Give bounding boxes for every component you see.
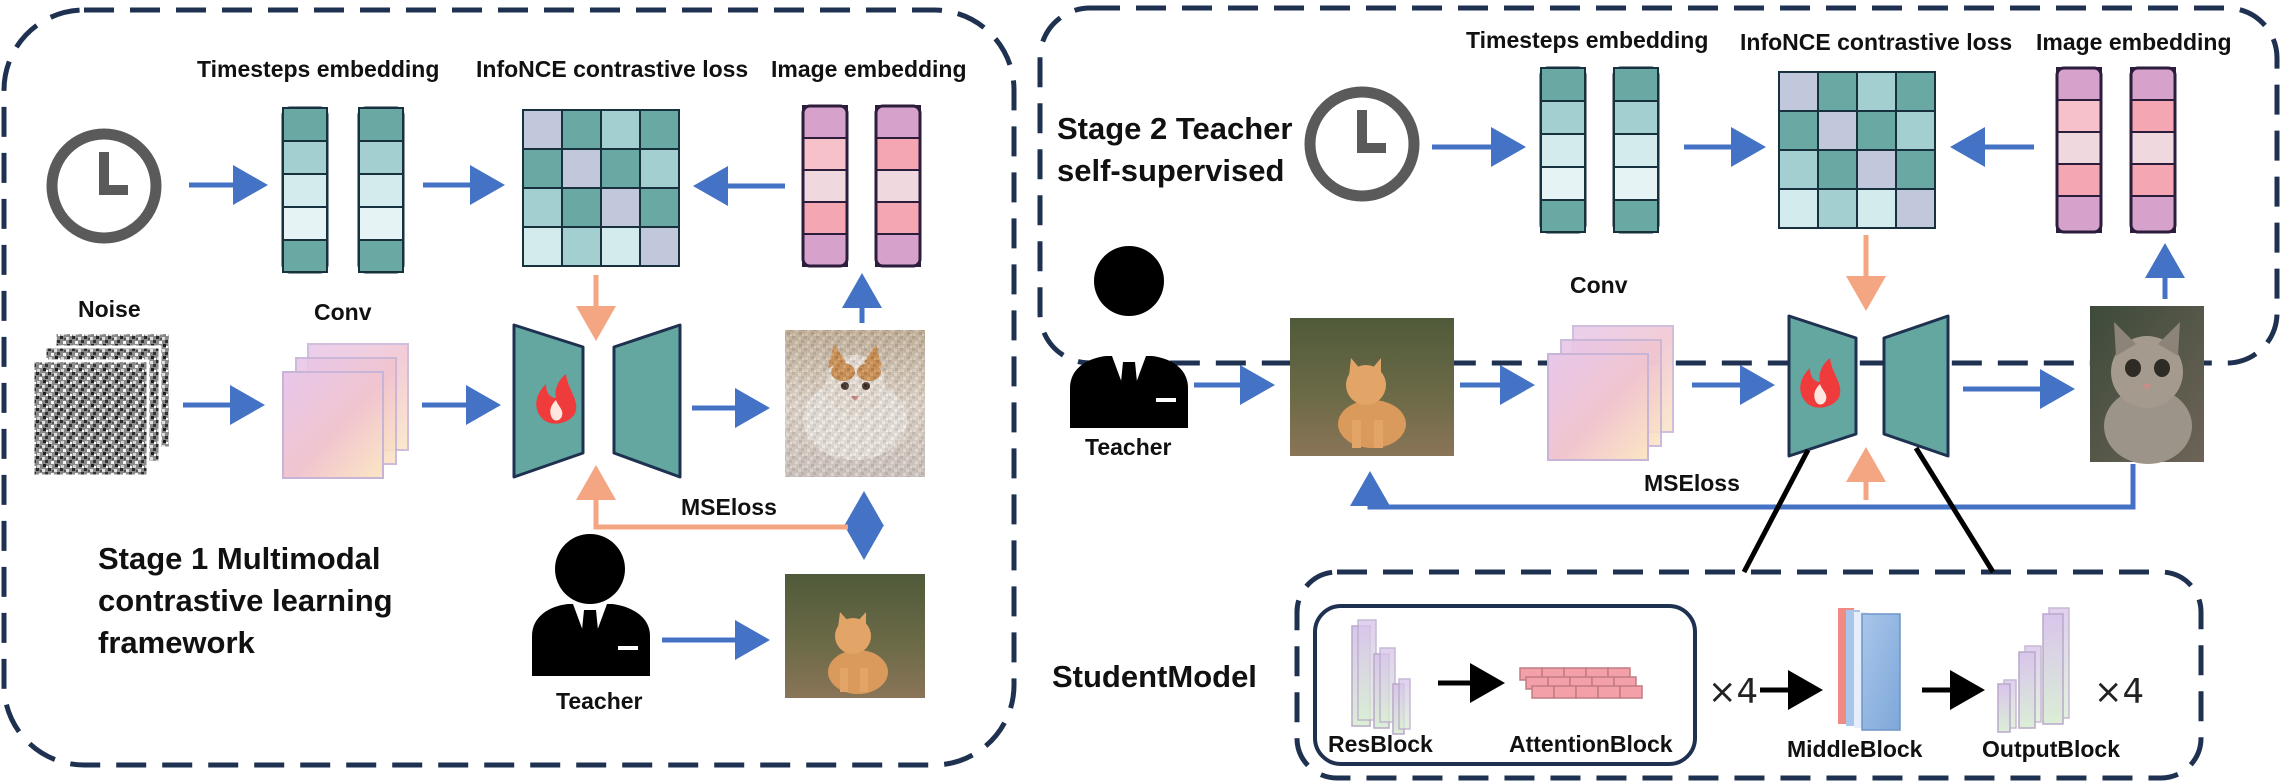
stage1-title-line: contrastive learning — [98, 583, 393, 618]
clock-icon — [1304, 86, 1420, 202]
infonce-loss-label: InfoNCE contrastive loss — [1740, 29, 2013, 55]
conv-label: Conv — [1570, 272, 1628, 298]
clock-icon — [46, 128, 162, 244]
image-embedding-vectors — [2055, 66, 2177, 234]
cat-image — [785, 574, 925, 698]
teacher-label: Teacher — [556, 688, 643, 714]
conv-layers — [282, 343, 409, 479]
student-flow-arrows — [1438, 663, 1985, 710]
infonce-matrix — [1778, 71, 1936, 229]
cat-image — [1290, 318, 1454, 456]
conv-label: Conv — [314, 299, 372, 325]
resblock-label: ResBlock — [1328, 731, 1433, 757]
cat-image — [2090, 306, 2204, 464]
conv-layers — [1547, 325, 1674, 461]
stage1-flow-arrows — [183, 165, 884, 660]
mseloss-label: MSEloss — [681, 494, 777, 520]
attentionblock-diagram — [1519, 667, 1643, 699]
stage1-frame — [1, 7, 1017, 768]
stage2-title-line: Stage 2 Teacher — [1057, 111, 1293, 146]
outputblock-diagram — [1997, 607, 2070, 733]
attentionblock-label: AttentionBlock — [1509, 731, 1673, 757]
studentmodel-title: StudentModel — [1052, 659, 1257, 694]
infonce-loss-label: InfoNCE contrastive loss — [476, 56, 749, 82]
unet-decoder — [612, 323, 682, 479]
stage1-title-line: Stage 1 Multimodal — [98, 541, 381, 576]
outputblock-label: OutputBlock — [1982, 736, 2120, 762]
infonce-matrix — [522, 109, 680, 267]
timestep-embedding-vectors — [1539, 66, 1660, 234]
student-frame — [1294, 569, 2204, 781]
zoom-connector-lines — [1741, 446, 1996, 574]
teacher-avatar-icon — [532, 534, 650, 676]
unet-decoder — [1882, 314, 1950, 458]
cat-image — [785, 330, 925, 477]
repeat-x4-label: ×4 — [1708, 672, 1759, 712]
noise-image — [31, 331, 172, 478]
noise-label: Noise — [78, 296, 141, 322]
middleblock-label: MiddleBlock — [1787, 736, 1923, 762]
stage2-title: Stage 2 Teacher self-supervised — [1057, 108, 1377, 192]
stage2-title-line: self-supervised — [1057, 153, 1285, 188]
teacher-avatar-icon — [1070, 246, 1188, 428]
teacher-label: Teacher — [1085, 434, 1172, 460]
resblock-diagram — [1351, 619, 1411, 735]
stage1-loss-arrows — [576, 275, 848, 530]
mseloss-label: MSEloss — [1644, 470, 1740, 496]
stage1-title-line: framework — [98, 625, 255, 660]
stage1-title: Stage 1 Multimodal contrastive learning … — [98, 538, 458, 664]
res-attention-group — [1313, 604, 1697, 766]
fire-icon — [1800, 358, 1841, 408]
timestep-embedding-vectors — [281, 106, 405, 274]
fire-icon — [536, 374, 577, 424]
timesteps-embedding-label: Timesteps embedding — [197, 56, 440, 82]
image-embedding-label: Image embedding — [2036, 29, 2232, 55]
image-embedding-vectors — [801, 104, 922, 268]
repeat-x4-label: ×4 — [2094, 672, 2145, 712]
stage2-flow-arrows — [1194, 127, 2185, 510]
timesteps-embedding-label: Timesteps embedding — [1466, 27, 1709, 53]
middleblock-diagram — [1838, 608, 1901, 731]
image-embedding-label: Image embedding — [771, 56, 967, 82]
